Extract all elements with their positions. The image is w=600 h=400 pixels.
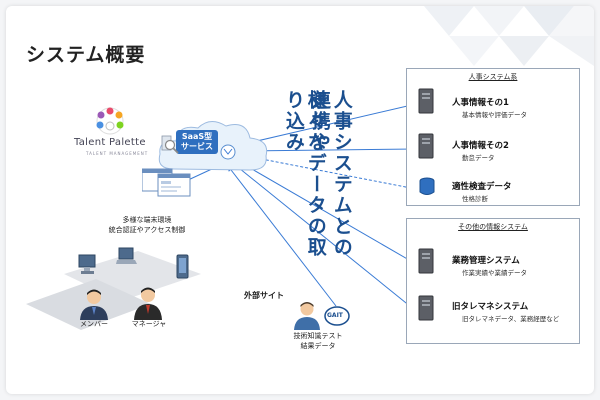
hr-systems-box: 人事システム系 (406, 68, 580, 206)
tablet-icon (176, 254, 189, 279)
slide: システム概要 Talent Palette TALENT MANAG (6, 6, 594, 394)
logo-name: Talent Palette (74, 137, 146, 148)
manager-avatar-icon (134, 287, 162, 320)
hr-item-3-sub: 性格診断 (462, 195, 488, 203)
other-systems-box: その他の情報システム (406, 218, 580, 344)
other-item-2-title: 旧タレマネシステム (452, 302, 529, 312)
headline-line2: 様々なデータの取り込み (282, 90, 327, 258)
access-caption-line2: 統合認証やアクセス制御 (108, 225, 186, 234)
external-site-label: 外部サイト (244, 291, 284, 300)
saas-badge: SaaS型 サービス (176, 130, 218, 154)
member-avatar-icon (80, 289, 108, 320)
other-box-title: その他の情報システム (458, 223, 528, 231)
test-taker-avatar-icon (294, 302, 320, 330)
hr-item-3-title: 適性検査データ (452, 182, 512, 192)
headline-line1: 人事システムとの連携や (308, 90, 353, 258)
saas-label-line1: SaaS型 (181, 132, 213, 141)
logo-tagline: TALENT MANAGEMENT (86, 151, 149, 156)
other-item-1-title: 業務管理システム (452, 256, 520, 266)
server-icon (418, 248, 434, 274)
external-caption-line1: 技術知識テスト (293, 332, 343, 340)
hr-item-2-sub: 勤怠データ (462, 154, 495, 162)
access-caption-line1: 多様な端末環境 (122, 216, 172, 224)
server-icon (418, 88, 434, 114)
decorative-pattern (424, 6, 594, 66)
other-item-2-sub: 旧タレマネデータ、業務経歴など (462, 315, 560, 323)
member-label: メンバー (80, 320, 108, 328)
page-title: システム概要 (26, 44, 146, 66)
talent-palette-logo-icon (96, 107, 124, 135)
hr-item-1-sub: 基本情報や評価データ (462, 111, 527, 119)
gait-logo-icon (324, 306, 350, 326)
hr-item-1-title: 人事情報その1 (452, 98, 509, 108)
magnifier-icon (164, 139, 179, 154)
hr-box-title: 人事システム系 (468, 73, 518, 81)
connection-lines (26, 103, 417, 330)
gait-label: GAIT (327, 312, 343, 319)
hr-item-2-title: 人事情報その2 (452, 141, 509, 151)
database-icon (419, 177, 435, 195)
saas-label-line2: サービス (181, 142, 213, 151)
laptop-icon (116, 247, 137, 264)
manager-label: マネージャ (131, 320, 167, 328)
server-icon (418, 133, 434, 159)
other-item-1-sub: 作業実績や業績データ (462, 269, 527, 277)
desktop-computer-icon (78, 254, 96, 274)
browser-windows-icon (142, 168, 191, 197)
external-caption: 技術知識テスト 結果データ (278, 332, 358, 352)
access-caption: 多様な端末環境 統合認証やアクセス制御 (92, 216, 202, 236)
server-icon (418, 295, 434, 321)
external-caption-line2: 結果データ (300, 341, 336, 350)
